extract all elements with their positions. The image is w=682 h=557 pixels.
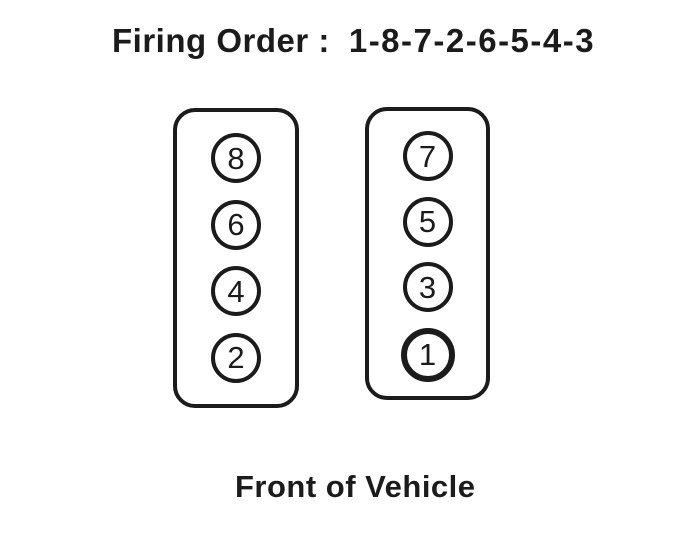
cylinder-4: 4: [211, 266, 261, 317]
firing-order-label: Firing Order :: [112, 22, 330, 59]
page-title: Firing Order : 1-8-7-2-6-5-4-3: [112, 22, 595, 60]
firing-order-sequence: 1-8-7-2-6-5-4-3: [348, 22, 596, 59]
cylinder-6-number: 6: [227, 207, 245, 243]
cylinder-5: 5: [402, 196, 453, 247]
cylinder-bank-left: 8 6 4 2: [173, 108, 299, 408]
front-of-vehicle-label: Front of Vehicle: [235, 469, 476, 504]
cylinder-8: 8: [211, 133, 261, 183]
cylinder-3-number: 3: [418, 269, 437, 305]
cylinder-2: 2: [211, 332, 261, 383]
cylinder-3: 3: [402, 262, 453, 313]
cylinder-6: 6: [211, 199, 261, 250]
cylinder-4-number: 4: [227, 273, 245, 309]
cylinder-2-number: 2: [227, 340, 245, 376]
cylinder-1-number: 1: [418, 337, 437, 373]
cylinder-bank-right: 7 5 3 1: [365, 107, 490, 400]
cylinder-8-number: 8: [227, 140, 245, 176]
cylinder-7: 7: [402, 131, 453, 181]
cylinder-1: 1: [400, 327, 455, 382]
cylinder-7-number: 7: [418, 138, 437, 174]
cylinder-5-number: 5: [418, 204, 437, 240]
